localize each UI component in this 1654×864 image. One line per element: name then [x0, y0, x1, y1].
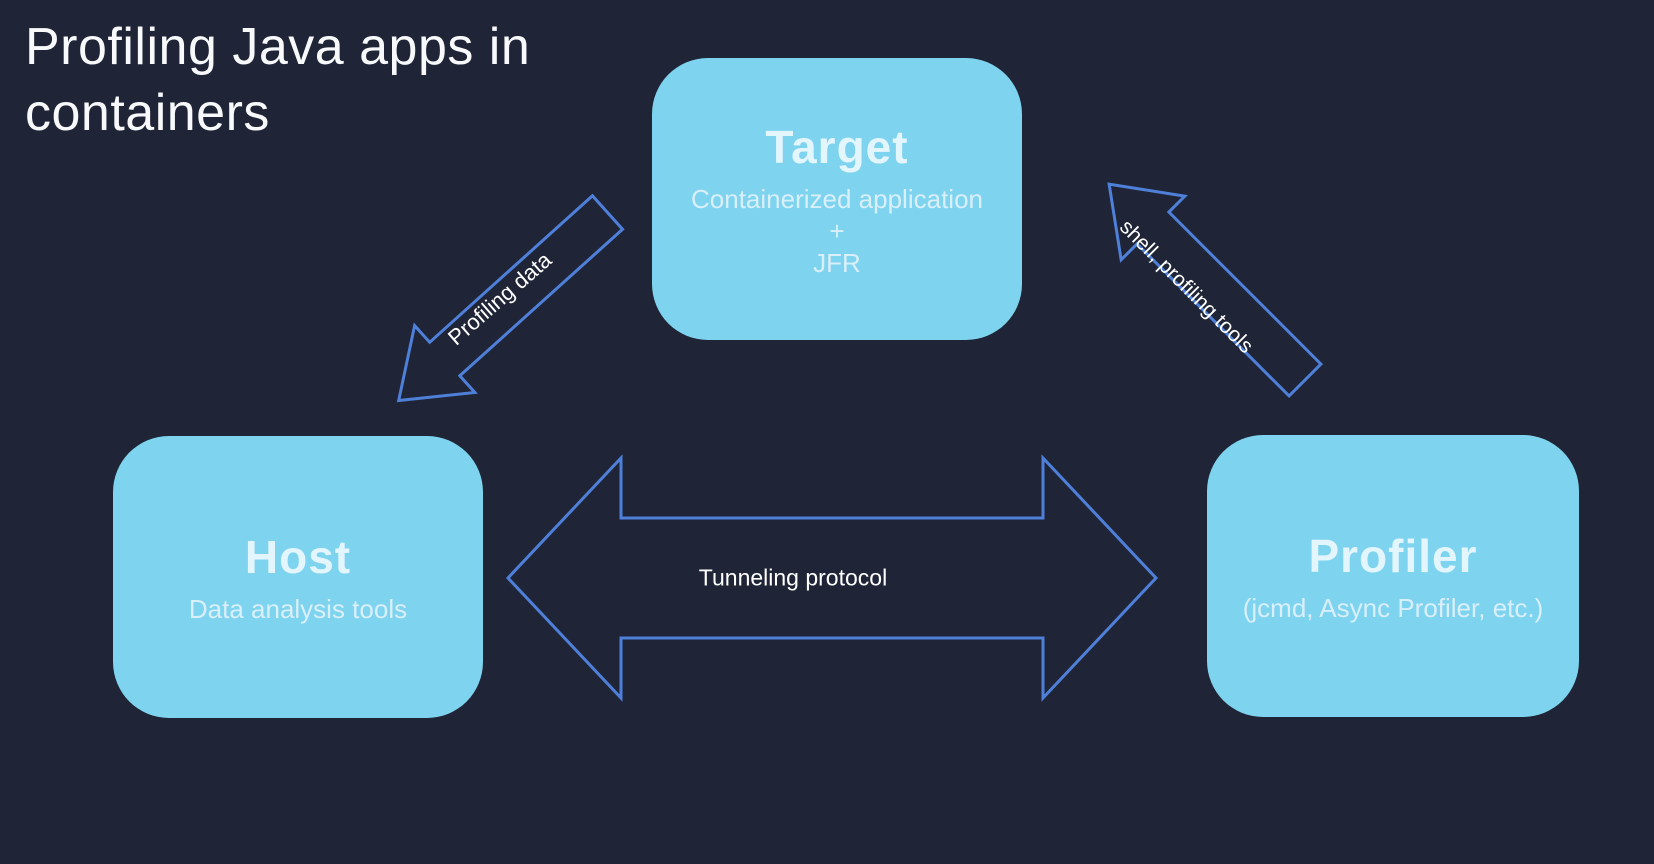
edge-label-tunneling-protocol: Tunneling protocol — [698, 564, 888, 591]
target-line-1: Containerized application — [691, 183, 983, 214]
profiling-data-arrow-icon — [396, 193, 625, 403]
shell-tools-arrow-icon — [1107, 182, 1324, 399]
tunneling-double-arrow-icon — [505, 454, 1159, 702]
node-target: Target Containerized application + JFR — [652, 58, 1022, 340]
node-host: Host Data analysis tools — [113, 436, 483, 718]
target-line-2: + — [829, 215, 845, 246]
host-line-1: Data analysis tools — [188, 593, 408, 624]
target-heading: Target — [765, 120, 909, 173]
host-heading: Host — [244, 530, 352, 583]
profiler-heading: Profiler — [1308, 529, 1478, 582]
target-line-3: JFR — [813, 247, 861, 278]
node-profiler: Profiler (jcmd, Async Profiler, etc.) — [1207, 435, 1579, 717]
page-title: Profiling Java apps in containers — [25, 18, 531, 142]
profiler-line-1: (jcmd, Async Profiler, etc.) — [1242, 592, 1544, 623]
